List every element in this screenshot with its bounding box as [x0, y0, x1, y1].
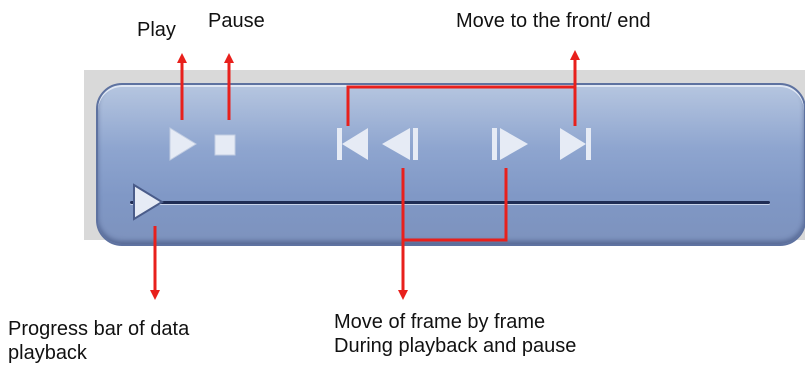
progress-thumb[interactable]: [130, 182, 166, 227]
play-button[interactable]: [168, 126, 198, 162]
label-front-end: Move to the front/ end: [456, 10, 651, 32]
skip-to-start-icon: [337, 128, 368, 160]
frame-forward-icon: [492, 128, 528, 160]
pause-button[interactable]: [214, 134, 236, 156]
skip-to-end-button[interactable]: [558, 126, 592, 162]
player-panel: [96, 83, 805, 246]
label-progress-line2: playback: [8, 342, 87, 364]
stop-icon: [214, 134, 236, 156]
label-progress-bar: Progress bar of data playback: [8, 317, 189, 365]
progress-track[interactable]: [130, 201, 770, 204]
frame-back-button[interactable]: [380, 126, 420, 162]
skip-to-start-button[interactable]: [336, 126, 370, 162]
label-pause: Pause: [208, 10, 265, 32]
label-frame-line1: Move of frame by frame: [334, 311, 546, 333]
label-progress-line1: Progress bar of data: [8, 318, 190, 340]
label-frame-line2: During playback and pause: [334, 335, 577, 357]
frame-forward-button[interactable]: [490, 126, 530, 162]
skip-to-end-icon: [560, 128, 591, 160]
frame-back-icon: [382, 128, 418, 160]
label-play: Play: [137, 19, 176, 41]
progress-thumb-icon: [133, 183, 164, 221]
play-icon: [169, 127, 197, 161]
label-frame-by-frame: Move of frame by frame During playback a…: [334, 310, 576, 358]
